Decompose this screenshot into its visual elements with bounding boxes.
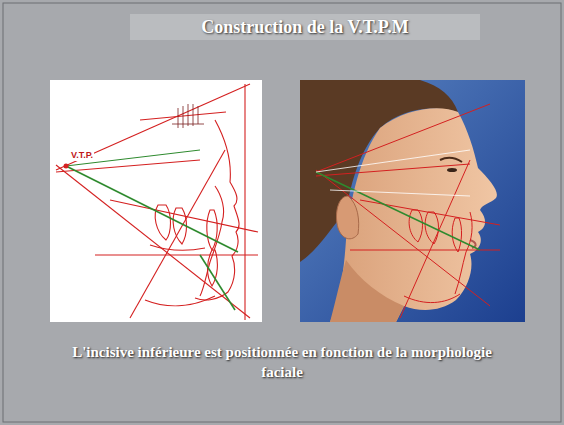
slide-frame: [3, 3, 561, 422]
line-label: V.T.P.: [70, 150, 94, 161]
profile-photo: [300, 80, 525, 322]
ceph-tracing: [50, 80, 262, 322]
slide-title: Construction de la V.T.P.M: [130, 14, 480, 40]
slide-caption: L'incisive inférieure est positionnée en…: [60, 342, 504, 382]
